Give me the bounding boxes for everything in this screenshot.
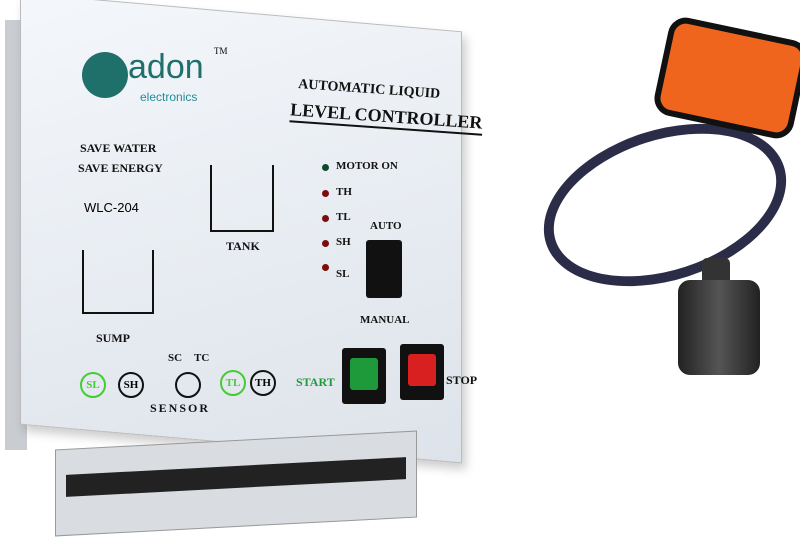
tank-label: TANK: [226, 239, 260, 253]
sinker-weight: [678, 280, 760, 375]
adon-logo-icon: [82, 52, 128, 98]
brand-subtitle: electronics: [140, 90, 198, 104]
trademark: TM: [214, 46, 228, 56]
terminal-th: TH: [250, 370, 276, 396]
indicator-label: TL: [336, 211, 351, 223]
slogan-line2: SAVE ENERGY: [78, 161, 163, 175]
indicator-label: SH: [336, 236, 351, 248]
sump-label: SUMP: [96, 331, 130, 345]
terminal-sh: SH: [118, 372, 144, 398]
terminal-sl: SL: [80, 372, 106, 398]
switch-manual-label: MANUAL: [360, 314, 410, 326]
start-label: START: [296, 375, 335, 389]
led-sh: [322, 240, 329, 247]
sc-label: SC: [168, 352, 183, 364]
sensor-label: SENSOR: [150, 401, 211, 415]
indicator-label: MOTOR ON: [336, 160, 398, 172]
led-th: [322, 190, 329, 197]
terminal-block: [55, 430, 417, 537]
indicator-label: TH: [336, 186, 352, 198]
auto-manual-switch[interactable]: [366, 240, 402, 298]
slogan-line1: SAVE WATER: [80, 141, 157, 155]
stop-button[interactable]: [400, 344, 444, 400]
stop-label: STOP: [446, 373, 478, 387]
model-number: WLC-204: [84, 200, 139, 215]
tank-diagram: [210, 165, 274, 232]
led-tl: [322, 215, 329, 222]
switch-auto-label: AUTO: [370, 220, 402, 232]
start-button[interactable]: [342, 348, 386, 404]
indicator-label: SL: [336, 268, 350, 280]
tc-label: TC: [194, 352, 210, 364]
led-motor-on: [322, 164, 329, 171]
terminal-sc: [175, 372, 201, 398]
float-switch: [651, 14, 800, 142]
led-sl: [322, 264, 329, 271]
terminal-tl: TL: [220, 370, 246, 396]
brand-name: adon: [128, 48, 204, 86]
sump-diagram: [82, 250, 154, 314]
